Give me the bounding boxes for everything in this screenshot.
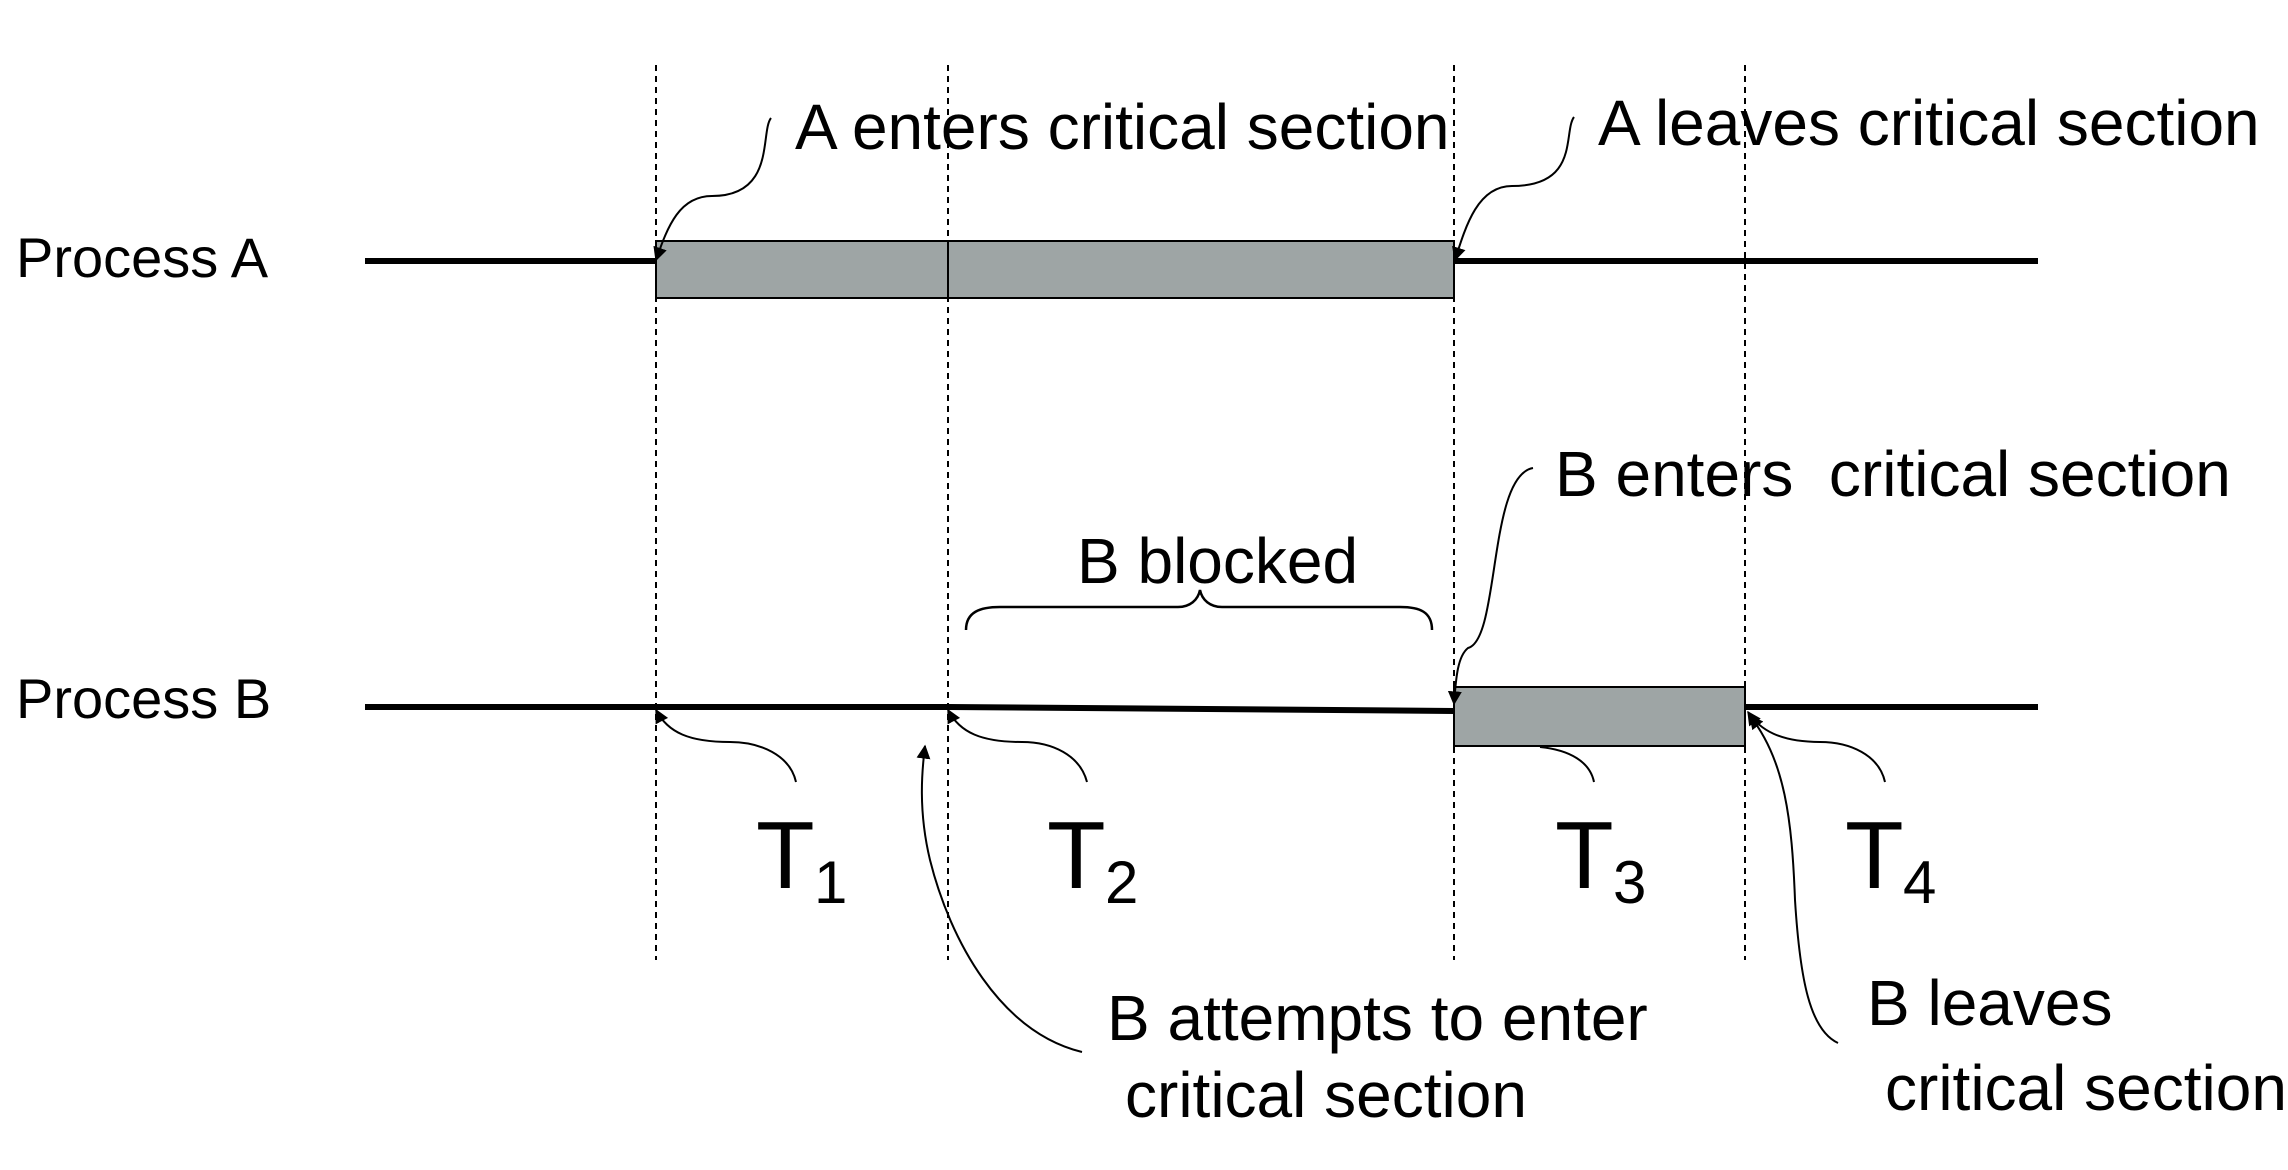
time-label-t3-subscript: 3 — [1613, 849, 1646, 916]
b-blocked-brace — [964, 589, 1434, 631]
a-leaves-label: A leaves critical section — [1598, 87, 2260, 159]
a-leaves-leader — [1452, 116, 1575, 262]
t2-leader — [947, 708, 1088, 783]
t3-leader — [1539, 746, 1595, 783]
process-a-critical-section-bar — [655, 240, 1455, 299]
time-label-t3-base: T — [1555, 802, 1614, 909]
time-label-t2: T 2 — [1047, 802, 1138, 916]
b-attempts-leader — [916, 744, 1083, 1053]
time-label-t3: T 3 — [1555, 802, 1646, 916]
process-b-label: Process B — [16, 667, 271, 730]
time-label-t2-base: T — [1047, 802, 1106, 909]
time-label-t4-base: T — [1845, 802, 1904, 909]
t1-leader — [655, 708, 797, 783]
b-attempts-label-line2: critical section — [1125, 1059, 1527, 1131]
b-leaves-leader — [1749, 714, 1839, 1044]
b-enters-label: B enters critical section — [1555, 438, 2231, 510]
time-label-t1: T 1 — [756, 802, 847, 916]
b-enters-leader — [1447, 467, 1534, 706]
b-leaves-label-line1: B leaves — [1867, 967, 2112, 1039]
time-label-t4: T 4 — [1845, 802, 1936, 916]
process-b-timeline-blocked — [947, 704, 1455, 714]
a-enters-label: A enters critical section — [795, 91, 1450, 163]
a-enters-leader — [653, 117, 772, 262]
b-blocked-label: B blocked — [1077, 525, 1358, 597]
time-label-t1-subscript: 1 — [814, 849, 847, 916]
b-attempts-label-line1: B attempts to enter — [1107, 982, 1648, 1054]
process-a-label: Process A — [16, 226, 269, 289]
b-leaves-label-line2: critical section — [1885, 1052, 2287, 1124]
time-label-t2-subscript: 2 — [1105, 849, 1138, 916]
process-b-critical-section-bar — [1453, 686, 1746, 747]
time-label-t1-base: T — [756, 802, 815, 909]
time-label-t4-subscript: 4 — [1903, 849, 1936, 916]
